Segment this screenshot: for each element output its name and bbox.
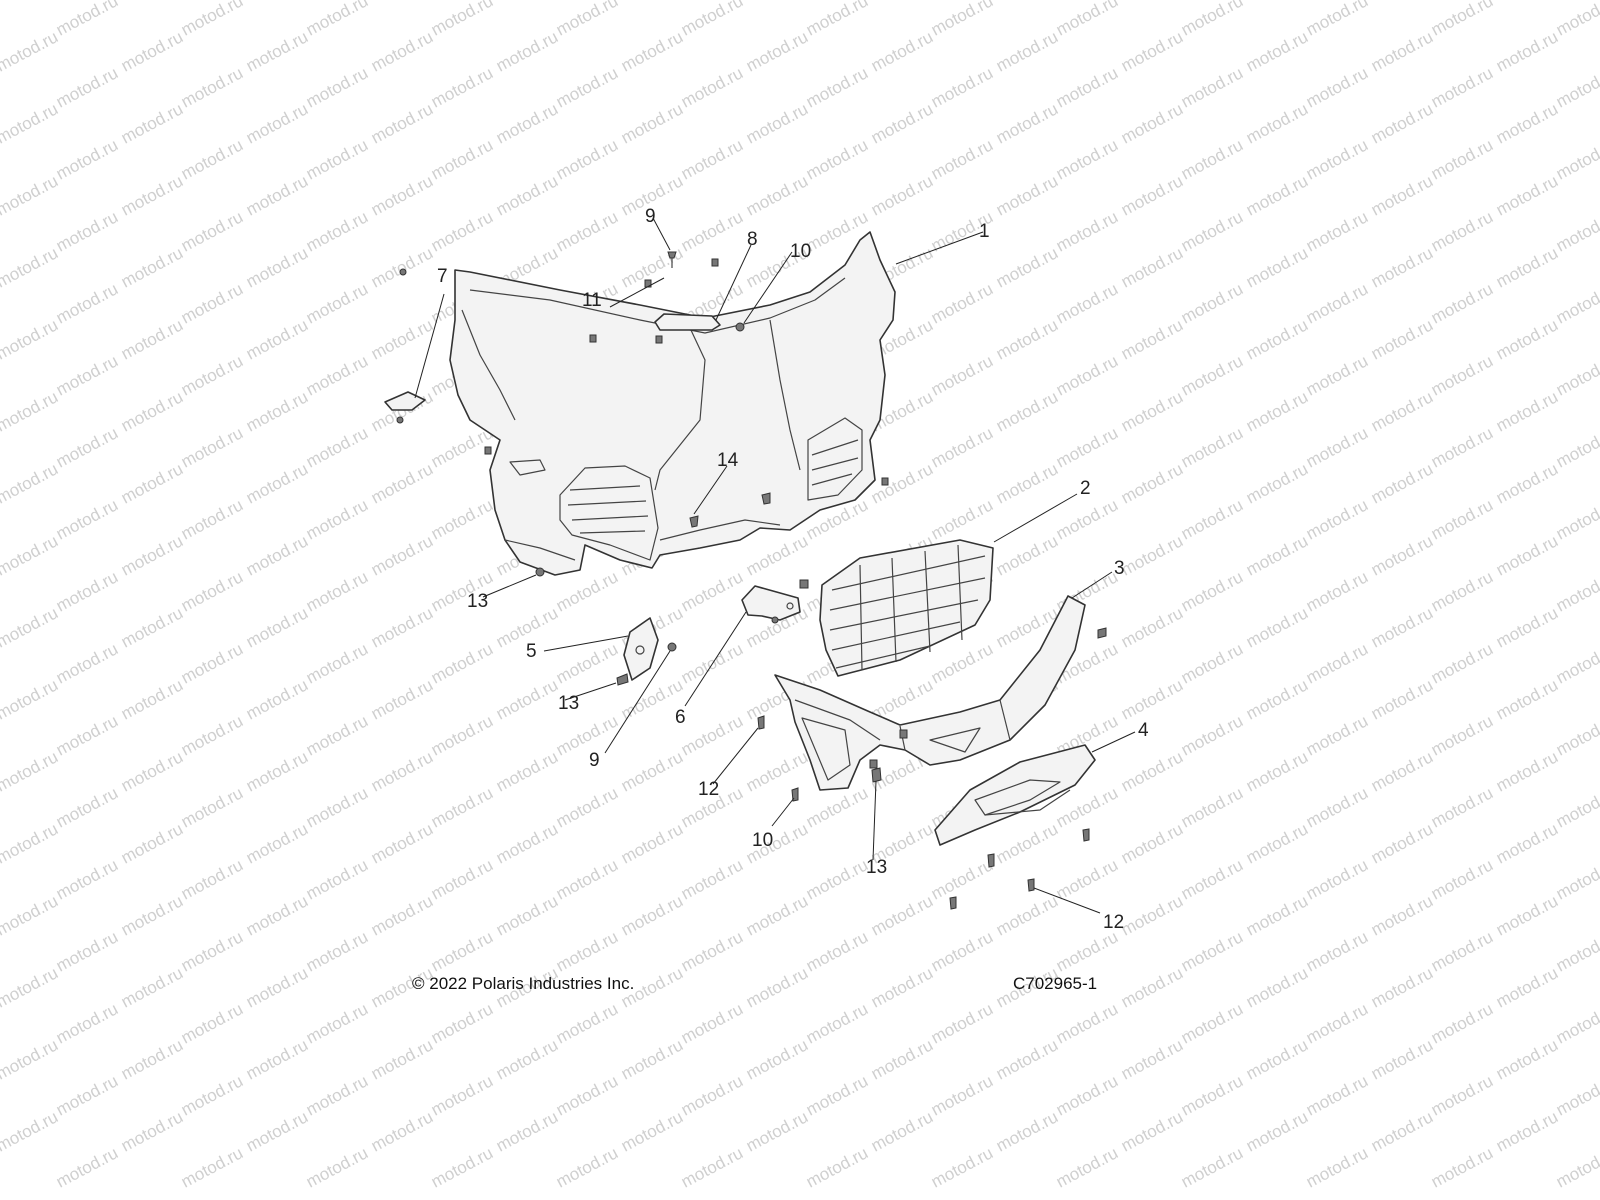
- callout-12-left: 12: [698, 779, 719, 800]
- callout-13-bottom: 13: [866, 857, 887, 878]
- callout-14: 14: [717, 450, 739, 471]
- callout-9-top: 9: [645, 206, 656, 227]
- leader-lines: [414, 217, 1136, 914]
- part-3-lower-fascia: [774, 595, 1086, 791]
- callout-9-bottom: 9: [589, 750, 600, 771]
- callout-4: 4: [1138, 720, 1149, 741]
- callout-labels: 1 2 3 4 5 6 7 8 9 9 10 10 11 12 12 13 13…: [437, 206, 1149, 933]
- drawing-code: C702965-1: [1013, 974, 1098, 993]
- callout-5: 5: [526, 641, 537, 662]
- callout-3: 3: [1114, 558, 1125, 579]
- callout-12-right: 12: [1103, 912, 1124, 933]
- callout-2: 2: [1080, 478, 1091, 499]
- fasteners: [535, 251, 1107, 910]
- part-5-left-bracket: [623, 617, 659, 681]
- callout-13-mid: 13: [558, 693, 579, 714]
- copyright-notice: © 2022 Polaris Industries Inc.: [412, 974, 635, 993]
- callout-10-top: 10: [790, 241, 811, 262]
- part-4-lower-panel: [934, 744, 1096, 846]
- callout-8: 8: [747, 229, 758, 250]
- part-7-mount-plate: [384, 268, 426, 424]
- callout-13-left: 13: [467, 591, 488, 612]
- callout-7: 7: [437, 266, 448, 287]
- callout-11: 11: [582, 290, 602, 311]
- part-6-right-bracket: [741, 585, 801, 621]
- part-8-top-bracket: [654, 313, 721, 331]
- callout-6: 6: [675, 707, 686, 728]
- callout-1: 1: [979, 221, 990, 242]
- part-2-grille-insert: [819, 539, 994, 677]
- part-1-front-frame: [449, 231, 896, 576]
- callout-10-bottom: 10: [752, 830, 773, 851]
